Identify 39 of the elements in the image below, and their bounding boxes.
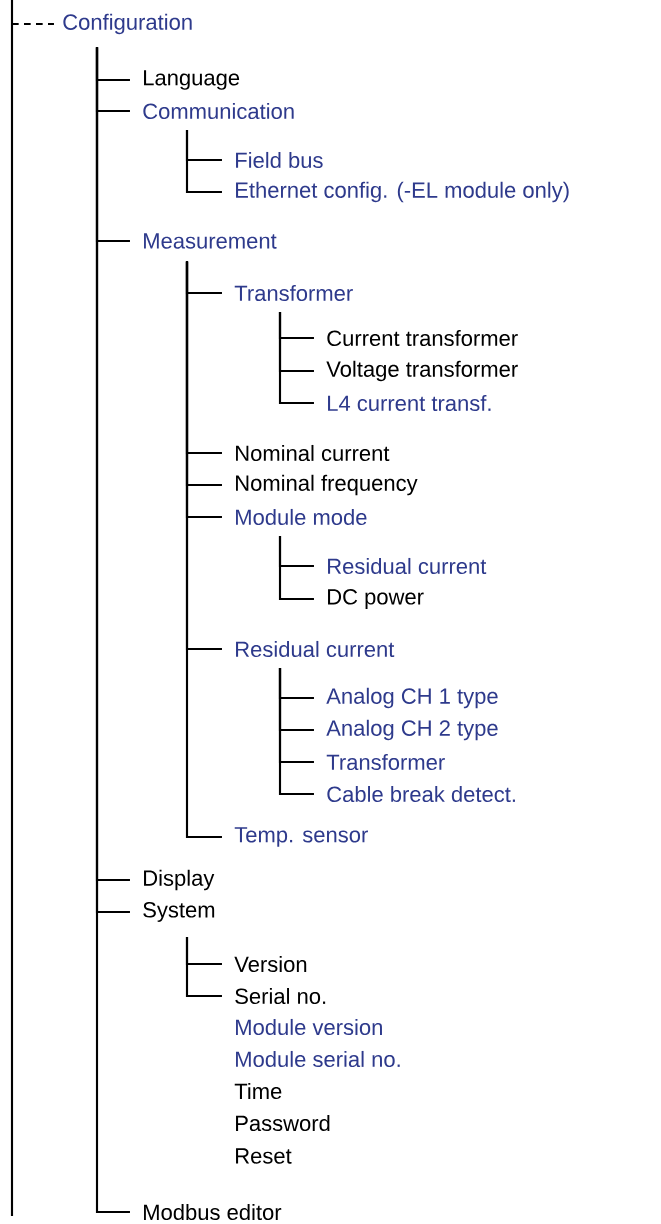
tree-item: Version [234, 955, 307, 973]
connector-line [278, 536, 314, 601]
tree-item: Serial no. [235, 987, 326, 1005]
tree-item: Temp. sensor [234, 827, 368, 847]
tree-item: Measurement [144, 233, 277, 249]
tree-item: Time [234, 1082, 282, 1100]
tree-item: Current transformer [327, 329, 518, 347]
connector-line [185, 130, 222, 194]
connector-line [95, 47, 130, 1214]
tree-item: Module serial no. [236, 1050, 400, 1068]
tree-item: Communication [143, 102, 294, 120]
tree-item: Password [236, 1114, 330, 1132]
tree-item: Modbus editor [144, 1203, 282, 1221]
tree-item: Residual current [328, 557, 487, 575]
tree-item: DC power [328, 589, 424, 609]
connector-line [185, 261, 222, 839]
tree-item: Field bus [236, 151, 323, 169]
tree-item: L4 current transf. [328, 394, 491, 412]
connector-line [12, 22, 54, 26]
tree-item: Analog CH 1 type [326, 687, 498, 709]
tree-item: Reset [236, 1148, 292, 1164]
tree-item: Language [144, 70, 240, 90]
connector-line [278, 668, 314, 796]
tree-item: Display [144, 869, 215, 891]
tree-item: Voltage transformer [326, 360, 518, 382]
tree-item: Nominal current [236, 444, 390, 462]
tree-item: Configuration [63, 13, 192, 35]
tree-item: Cable break detect. [327, 785, 515, 803]
tree-item: Analog CH 2 type [326, 719, 498, 741]
tree-item: Nominal frequency [236, 474, 418, 496]
tree-item: Ethernet config. (-EL module only) [236, 181, 569, 203]
connector-line [278, 312, 314, 405]
tree-item: Transformer [234, 284, 353, 302]
tree-item: Module version [236, 1018, 382, 1036]
connector-line [185, 936, 222, 998]
tree-item: Transformer [326, 753, 445, 771]
tree-item: System [143, 902, 215, 922]
tree-item: Module mode [236, 508, 367, 526]
tree-item: Residual current [236, 640, 395, 658]
